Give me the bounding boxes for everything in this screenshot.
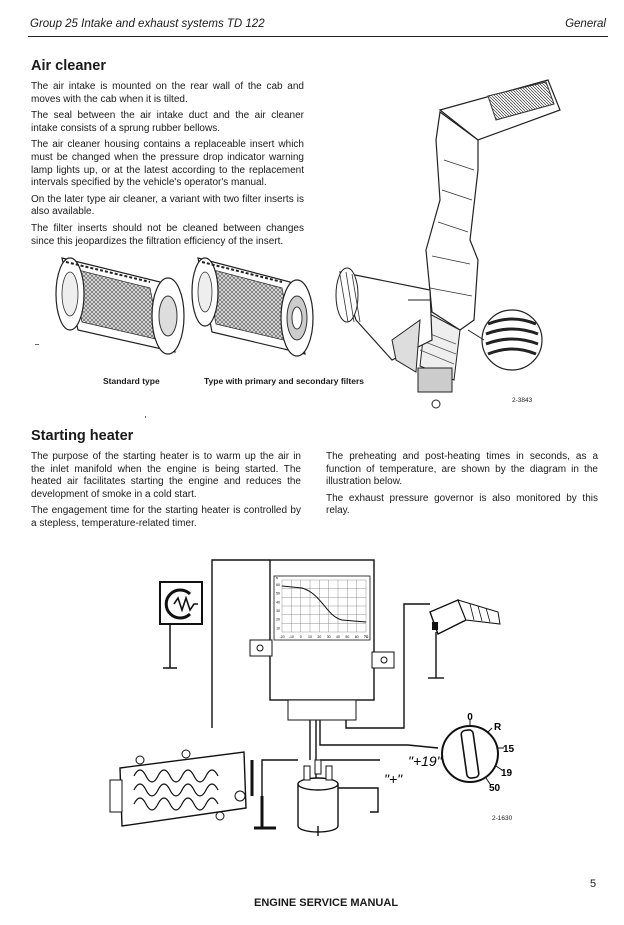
graph-x-tick-label: 10 <box>308 635 312 639</box>
graph-x-tick-label: 0 <box>300 635 302 639</box>
temperature-sensor <box>428 599 501 679</box>
caption-standard-type: Standard type <box>103 376 160 386</box>
caption-dual-filter-type: Type with primary and secondary filters <box>204 376 364 386</box>
switch-position-r: R <box>494 722 502 733</box>
solenoid-relay <box>297 759 339 836</box>
running-header-left: Group 25 Intake and exhaust systems TD 1… <box>30 18 265 30</box>
ignition-switch <box>407 720 504 785</box>
graph-x-tick-label: 60 <box>355 635 359 639</box>
switch-position-15: 15 <box>503 744 515 755</box>
label-plus-19: "+19" <box>408 753 443 769</box>
starting-heater-paragraph: The engagement time for the starting hea… <box>31 505 301 529</box>
switch-position-50: 50 <box>489 783 501 794</box>
switch-position-0: 0 <box>467 712 473 723</box>
graph-y-tick-label: 40 <box>276 600 280 604</box>
air-intake-duct <box>335 79 561 409</box>
graph-x-tick-label: 20 <box>317 635 321 639</box>
graph-y-unit: s <box>276 575 278 580</box>
footer-title: ENGINE SERVICE MANUAL <box>254 897 399 909</box>
timer-relay-unit: 60 50 40 30 20 10 -20 -10 0 10 20 30 40 50 60 70 s °C <box>249 559 395 721</box>
page-number: 5 <box>590 878 597 890</box>
heating-element <box>109 749 247 827</box>
graph-curve <box>281 585 367 623</box>
starting-heater-paragraph: The preheating and post-heating times in… <box>326 451 598 488</box>
air-cleaner-paragraph: The air intake is mounted on the rear wa… <box>31 81 304 105</box>
starting-heater-paragraph: The exhaust pressure governor is also mo… <box>326 492 598 517</box>
air-cleaner-paragraph: On the later type air cleaner, a variant… <box>31 193 304 218</box>
graph-x-tick-label: 50 <box>345 635 349 639</box>
air-cleaner-figure-code: 2-3843 <box>512 397 533 404</box>
graph-y-tick-label: 30 <box>276 609 280 613</box>
starting-heater-text-right: The preheating and post-heating times in… <box>326 451 598 522</box>
graph-y-tick-label: 20 <box>276 618 280 622</box>
air-cleaner-paragraph: The seal between the air intake duct and… <box>31 110 304 134</box>
graph-y-tick-label: 50 <box>276 592 280 596</box>
starting-heater-paragraph: The purpose of the starting heater is to… <box>31 451 301 500</box>
graph-x-tick-label: 40 <box>336 635 340 639</box>
standard-filter-insert <box>55 257 185 355</box>
starting-heater-heading: Starting heater <box>31 428 134 444</box>
wiring <box>211 559 430 813</box>
air-cleaner-text: The air intake is mounted on the rear wa… <box>31 81 304 252</box>
heater-symbol-box <box>159 581 203 669</box>
label-plus: "+" <box>384 771 403 787</box>
graph-y-tick-label: 10 <box>276 626 280 630</box>
air-cleaner-heading: Air cleaner <box>31 58 106 74</box>
starting-heater-text-left: The purpose of the starting heater is to… <box>31 451 301 535</box>
wiring-figure-code: 2-1630 <box>492 815 513 822</box>
switch-position-19: 19 <box>501 768 513 779</box>
graph-x-tick-label: -20 <box>279 635 284 639</box>
air-cleaner-paragraph: The air cleaner housing contains a repla… <box>31 139 304 189</box>
graph-y-tick-label: 60 <box>276 583 280 587</box>
graph-x-tick-label: 70 <box>364 635 368 639</box>
dual-filter-insert <box>191 257 314 357</box>
air-cleaner-paragraph: The filter inserts should not be cleaned… <box>31 222 304 247</box>
header-rule <box>28 36 608 37</box>
graph-x-tick-label: 30 <box>327 635 331 639</box>
running-header-right: General <box>565 18 606 30</box>
graph-x-unit: °C <box>364 634 369 639</box>
graph-x-tick-label: -10 <box>289 635 294 639</box>
